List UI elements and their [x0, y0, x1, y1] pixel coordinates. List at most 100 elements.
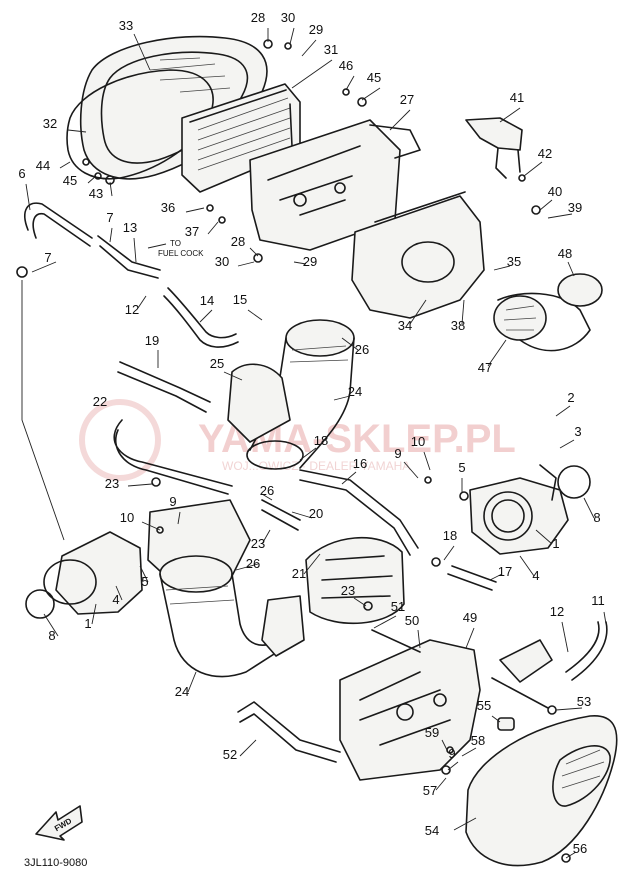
callout-8: 8	[593, 510, 600, 525]
callout-23: 23	[251, 536, 265, 551]
callout-24: 24	[175, 684, 189, 699]
leader-lines	[21, 27, 607, 859]
callout-56: 56	[573, 841, 587, 856]
callout-23: 23	[341, 583, 355, 598]
callout-9: 9	[448, 746, 455, 761]
callout-1: 1	[552, 536, 559, 551]
part-1-4-joint-right	[469, 464, 591, 555]
callout-13: 13	[123, 220, 137, 235]
callout-45: 45	[63, 173, 77, 188]
callout-39: 39	[568, 200, 582, 215]
callout-6: 6	[18, 166, 25, 181]
callout-33: 33	[119, 18, 133, 33]
part-27-case	[249, 119, 421, 251]
callout-9: 9	[394, 446, 401, 461]
callout-5: 5	[141, 574, 148, 589]
callout-31: 31	[324, 42, 338, 57]
callout-19: 19	[145, 333, 159, 348]
callout-52: 52	[223, 747, 237, 762]
callout-21: 21	[292, 566, 306, 581]
callout-28: 28	[251, 10, 265, 25]
callout-3: 3	[574, 424, 581, 439]
callout-59: 59	[425, 725, 439, 740]
callout-29: 29	[309, 22, 323, 37]
callout-12: 12	[125, 302, 139, 317]
callout-23: 23	[105, 476, 119, 491]
callout-2: 2	[567, 390, 574, 405]
part-52-pipe	[237, 701, 341, 763]
callout-12: 12	[550, 604, 564, 619]
callout-38: 38	[451, 318, 465, 333]
part-19-22-pipes	[113, 361, 233, 495]
callout-47: 47	[478, 360, 492, 375]
part-16-hose	[299, 469, 419, 556]
fwd-arrow: FWD	[35, 805, 83, 841]
part-31-element	[181, 83, 301, 193]
callout-40: 40	[548, 184, 562, 199]
callout-54: 54	[425, 823, 439, 838]
callout-32: 32	[43, 116, 57, 131]
callout-44: 44	[36, 158, 50, 173]
fuel-note-line2: FUEL COCK	[158, 249, 204, 258]
part-24-26-intake-upper	[227, 319, 355, 470]
callout-37: 37	[185, 224, 199, 239]
callout-42: 42	[538, 146, 552, 161]
callout-46: 46	[339, 58, 353, 73]
callout-4: 4	[112, 592, 119, 607]
callout-9: 9	[169, 494, 176, 509]
part-6-hose	[24, 202, 161, 279]
callout-14: 14	[200, 293, 214, 308]
callout-20: 20	[309, 506, 323, 521]
callout-49: 49	[463, 610, 477, 625]
callout-8: 8	[48, 628, 55, 643]
part-47-48-joint	[493, 273, 603, 352]
callout-50: 50	[405, 613, 419, 628]
callout-26: 26	[246, 556, 260, 571]
callout-24: 24	[348, 384, 362, 399]
callout-10: 10	[411, 434, 425, 449]
callout-51: 51	[391, 599, 405, 614]
callout-1: 1	[84, 616, 91, 631]
callout-11: 11	[591, 593, 605, 608]
part-21-carb	[305, 536, 405, 625]
part-24-26-intake-lower	[159, 555, 305, 678]
callout-26: 26	[260, 483, 274, 498]
callout-30: 30	[215, 254, 229, 269]
callout-10: 10	[120, 510, 134, 525]
part-41-bracket	[465, 117, 523, 179]
callout-15: 15	[233, 292, 247, 307]
callout-29: 29	[303, 254, 317, 269]
callout-7: 7	[106, 210, 113, 225]
callout-18: 18	[443, 528, 457, 543]
part-17-pipe	[447, 565, 497, 591]
part-49-bracket	[339, 629, 481, 781]
diagram-code: 3JL110-9080	[24, 857, 87, 869]
callout-17: 17	[498, 564, 512, 579]
callout-53: 53	[577, 694, 591, 709]
callout-27: 27	[400, 92, 414, 107]
callout-22: 22	[93, 394, 107, 409]
callout-58: 58	[471, 733, 485, 748]
callout-48: 48	[558, 246, 572, 261]
callout-55: 55	[477, 698, 491, 713]
part-53-bolt	[491, 677, 557, 715]
fuel-note-line1: TO	[170, 239, 181, 248]
callout-35: 35	[507, 254, 521, 269]
fasteners	[16, 39, 571, 863]
callout-43: 43	[89, 186, 103, 201]
part-11-hose	[499, 621, 608, 683]
callout-28: 28	[231, 234, 245, 249]
part-55-plug	[497, 717, 515, 731]
callout-5: 5	[458, 460, 465, 475]
callout-25: 25	[210, 356, 224, 371]
callout-18: 18	[314, 433, 328, 448]
callout-57: 57	[423, 783, 437, 798]
callout-4: 4	[532, 568, 539, 583]
callout-30: 30	[281, 10, 295, 25]
callout-34: 34	[398, 318, 412, 333]
part-54-cover	[465, 715, 618, 867]
callout-16: 16	[353, 456, 367, 471]
part-14-hose	[163, 287, 239, 348]
